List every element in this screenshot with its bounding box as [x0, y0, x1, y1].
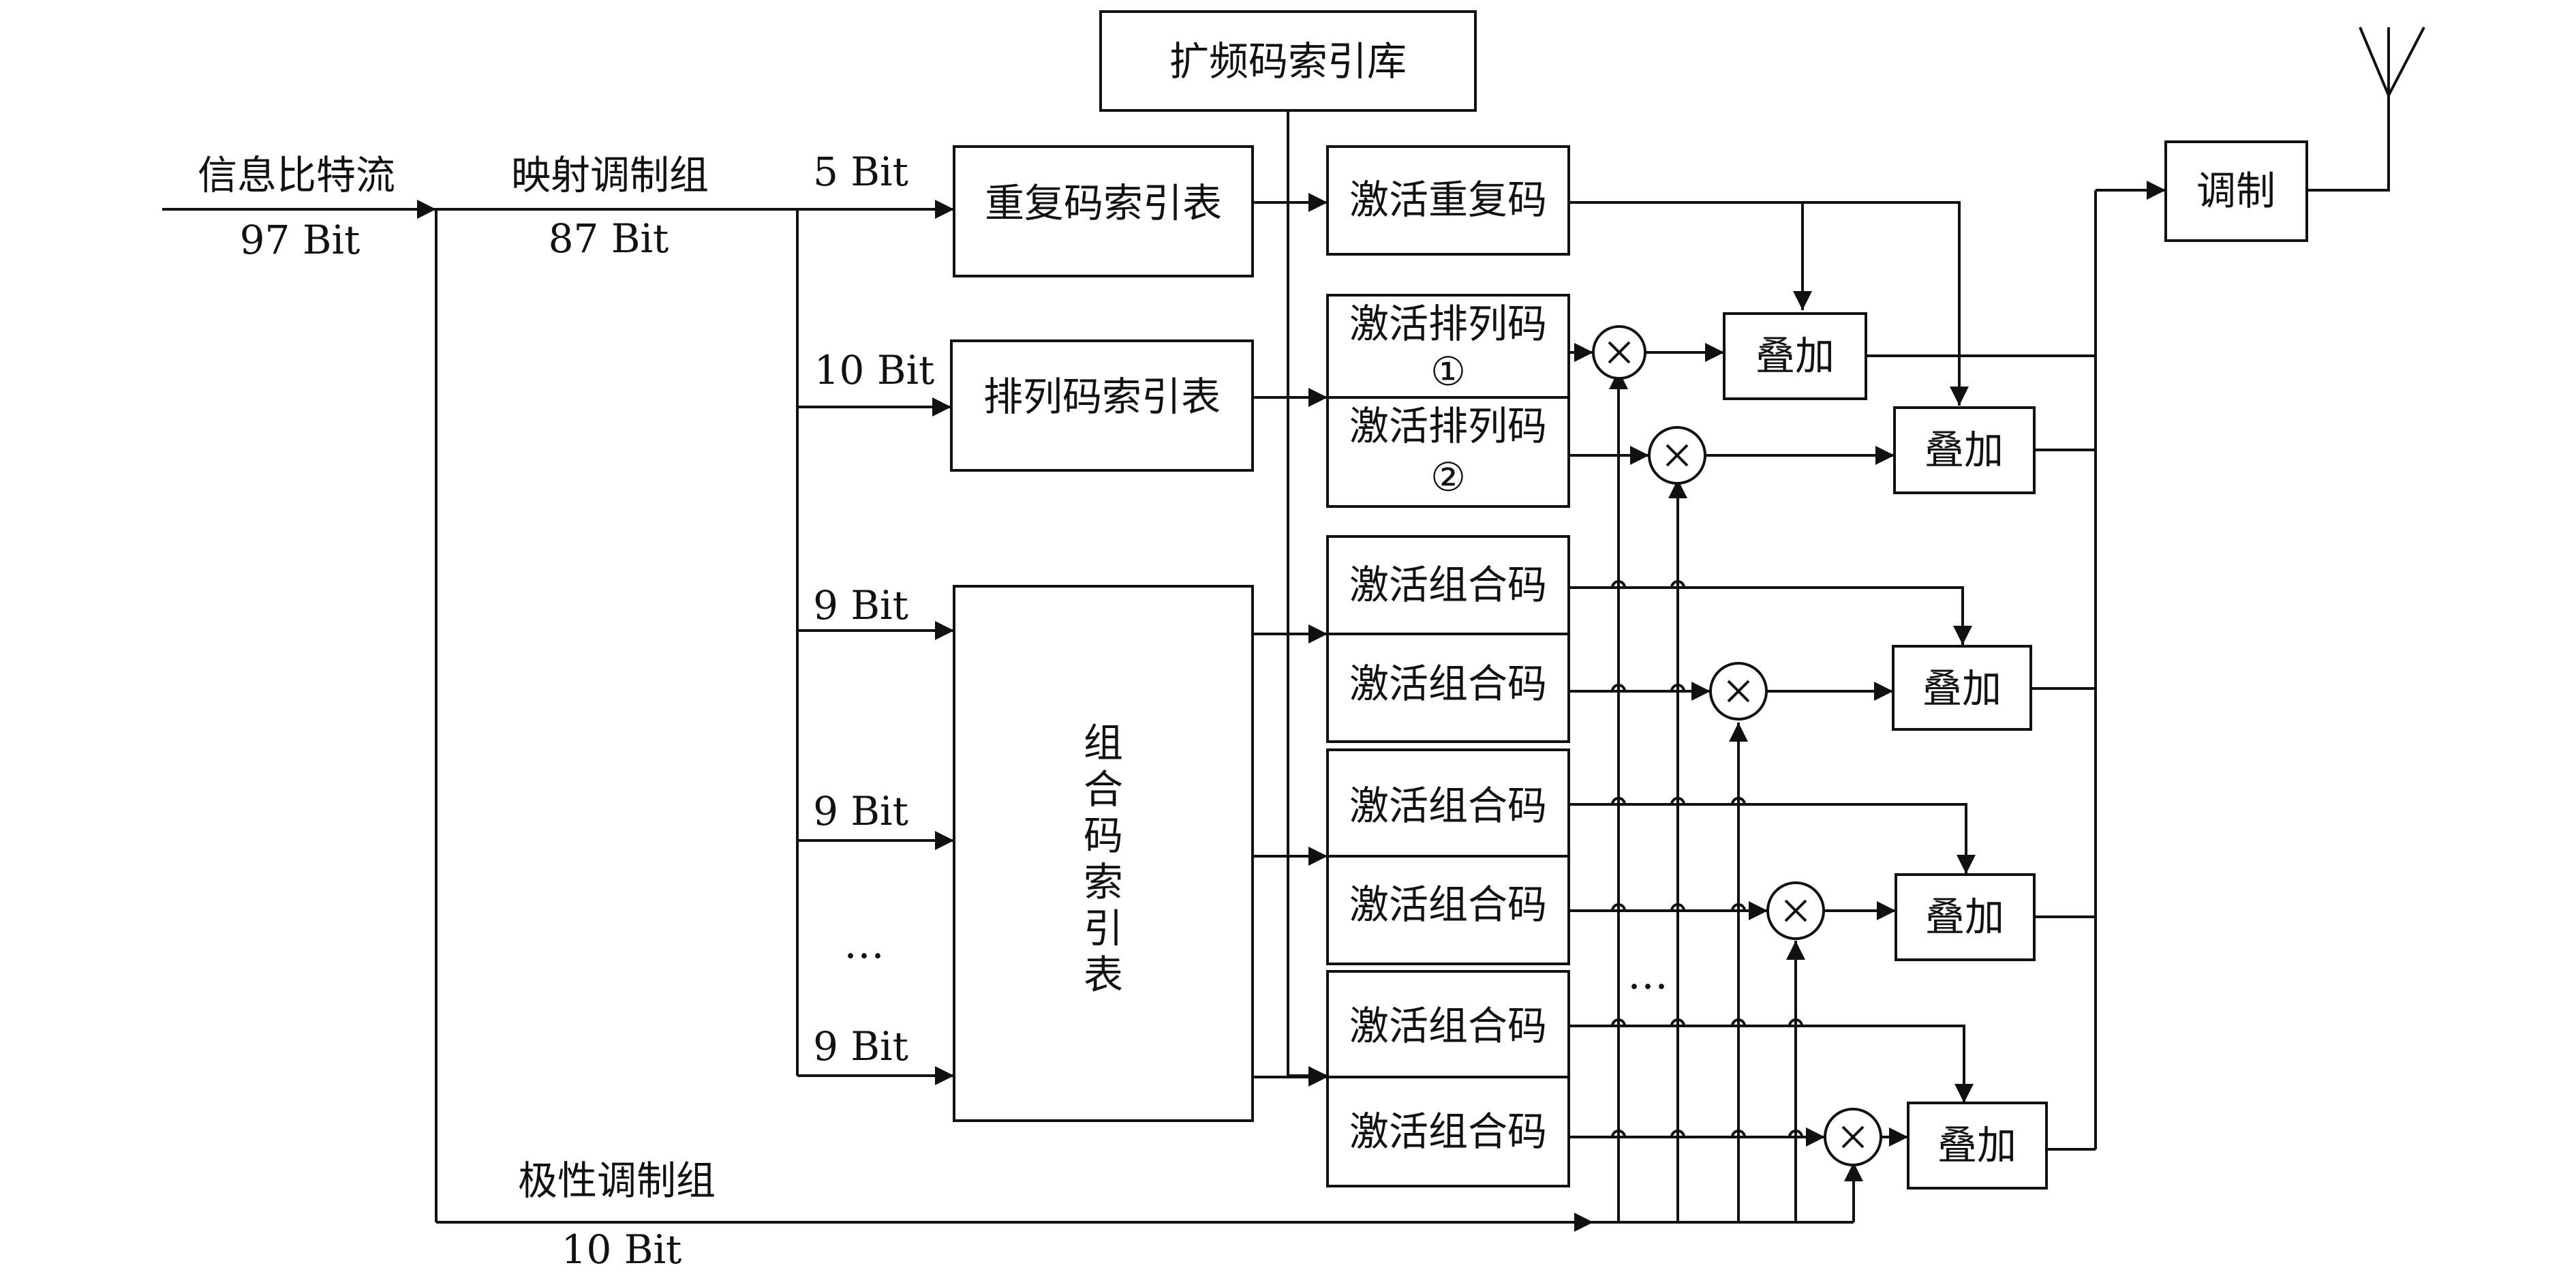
activate-perm-code-2-label: 激活排列码	[1349, 403, 1547, 449]
comb-code-table-char-6: 表	[1084, 952, 1123, 998]
polarity-group-bits: 10 Bit	[562, 1226, 682, 1272]
adder-box-2	[1893, 406, 2036, 494]
adder-label-3: 叠加	[1922, 665, 2002, 712]
comb-code-table-box	[953, 585, 1254, 1122]
activate-comb-code-box-4	[1326, 855, 1570, 965]
modulator-box	[2164, 140, 2308, 242]
modulator-label: 调制	[2196, 168, 2275, 214]
repeat-code-table-label: 重复码索引表	[985, 180, 1222, 226]
adder-box-3	[1892, 645, 2032, 731]
bits-branch-ellipsis: …	[844, 920, 885, 968]
perm-code-table-label: 排列码索引表	[983, 374, 1221, 420]
activate-perm-code-1-box	[1326, 294, 1570, 399]
comb-code-table-char-4: 索	[1084, 859, 1123, 905]
input-label: 信息比特流	[198, 152, 395, 198]
wire-crossing-hops	[1611, 580, 1803, 1138]
activate-comb-code-label-5: 激活组合码	[1349, 1003, 1547, 1049]
activate-comb-code-label-3: 激活组合码	[1349, 783, 1547, 829]
perm-code-table-box	[950, 339, 1254, 472]
activate-repeat-code-label: 激活重复码	[1349, 177, 1547, 223]
comb-code-table-char-2: 合	[1084, 766, 1123, 813]
adder-box-4	[1895, 873, 2036, 961]
spread-code-library-label: 扩频码索引库	[1169, 38, 1407, 85]
activate-comb-code-label-6: 激活组合码	[1349, 1108, 1547, 1155]
mapping-group-bits: 87 Bit	[549, 215, 669, 262]
middle-ellipsis: …	[1627, 951, 1668, 999]
wires	[162, 95, 2390, 1232]
polarity-group-label: 极性调制组	[518, 1157, 716, 1204]
activate-comb-code-box-1	[1326, 535, 1570, 635]
multiplier-2	[1648, 426, 1706, 485]
activate-comb-code-label-4: 激活组合码	[1349, 881, 1547, 928]
activate-comb-code-label-1: 激活组合码	[1349, 562, 1547, 608]
repeat-code-table-box	[953, 145, 1254, 277]
multiplier-1	[1592, 325, 1646, 380]
wire-combB1-out	[1569, 803, 1976, 874]
comb-code-table-char-1: 组	[1084, 720, 1123, 766]
bits-comb-branch-2: 9 Bit	[813, 788, 908, 834]
multiplier-3	[1709, 662, 1768, 721]
wire-modulator-to-antenna	[2307, 95, 2390, 192]
adder-label-4: 叠加	[1925, 894, 2004, 940]
activate-repeat-code-box	[1326, 145, 1570, 256]
activate-comb-code-box-3	[1326, 748, 1570, 858]
adder-label-2: 叠加	[1925, 427, 2004, 473]
multiplier-5	[1824, 1108, 1882, 1166]
comb-code-table-char-3: 码	[1084, 813, 1123, 859]
bits-perm-branch: 10 Bit	[814, 347, 935, 393]
wire-combA1-out	[1569, 586, 1972, 645]
bits-repeat-branch: 5 Bit	[813, 149, 908, 195]
activate-comb-code-box-5	[1326, 970, 1570, 1078]
activate-perm-code-2-index: ②	[1430, 454, 1466, 500]
bits-comb-branch-3: 9 Bit	[813, 1023, 908, 1070]
antenna-icon	[2359, 27, 2425, 96]
adder-label-1: 叠加	[1755, 333, 1835, 379]
input-bits: 97 Bit	[240, 217, 361, 263]
activate-comb-code-box-6	[1326, 1076, 1570, 1187]
adder-box-5	[1907, 1102, 2048, 1190]
mapping-group-label: 映射调制组	[511, 152, 709, 198]
activate-comb-code-label-2: 激活组合码	[1349, 661, 1547, 707]
bits-comb-branch-1: 9 Bit	[813, 582, 908, 629]
wire-combC1-out	[1569, 1025, 1974, 1103]
adder-box-1	[1723, 312, 1867, 400]
spread-code-library-box	[1099, 10, 1477, 112]
activate-perm-code-1-index: ①	[1430, 348, 1466, 395]
wire-activate-repeat-out	[1569, 201, 1969, 406]
multiplier-4	[1766, 881, 1825, 940]
activate-perm-code-1-label: 激活排列码	[1349, 301, 1547, 347]
activate-perm-code-2-box	[1326, 396, 1570, 508]
activate-comb-code-box-2	[1326, 633, 1570, 743]
comb-code-table-char-5: 引	[1084, 905, 1123, 952]
adder-label-5: 叠加	[1937, 1122, 2017, 1168]
